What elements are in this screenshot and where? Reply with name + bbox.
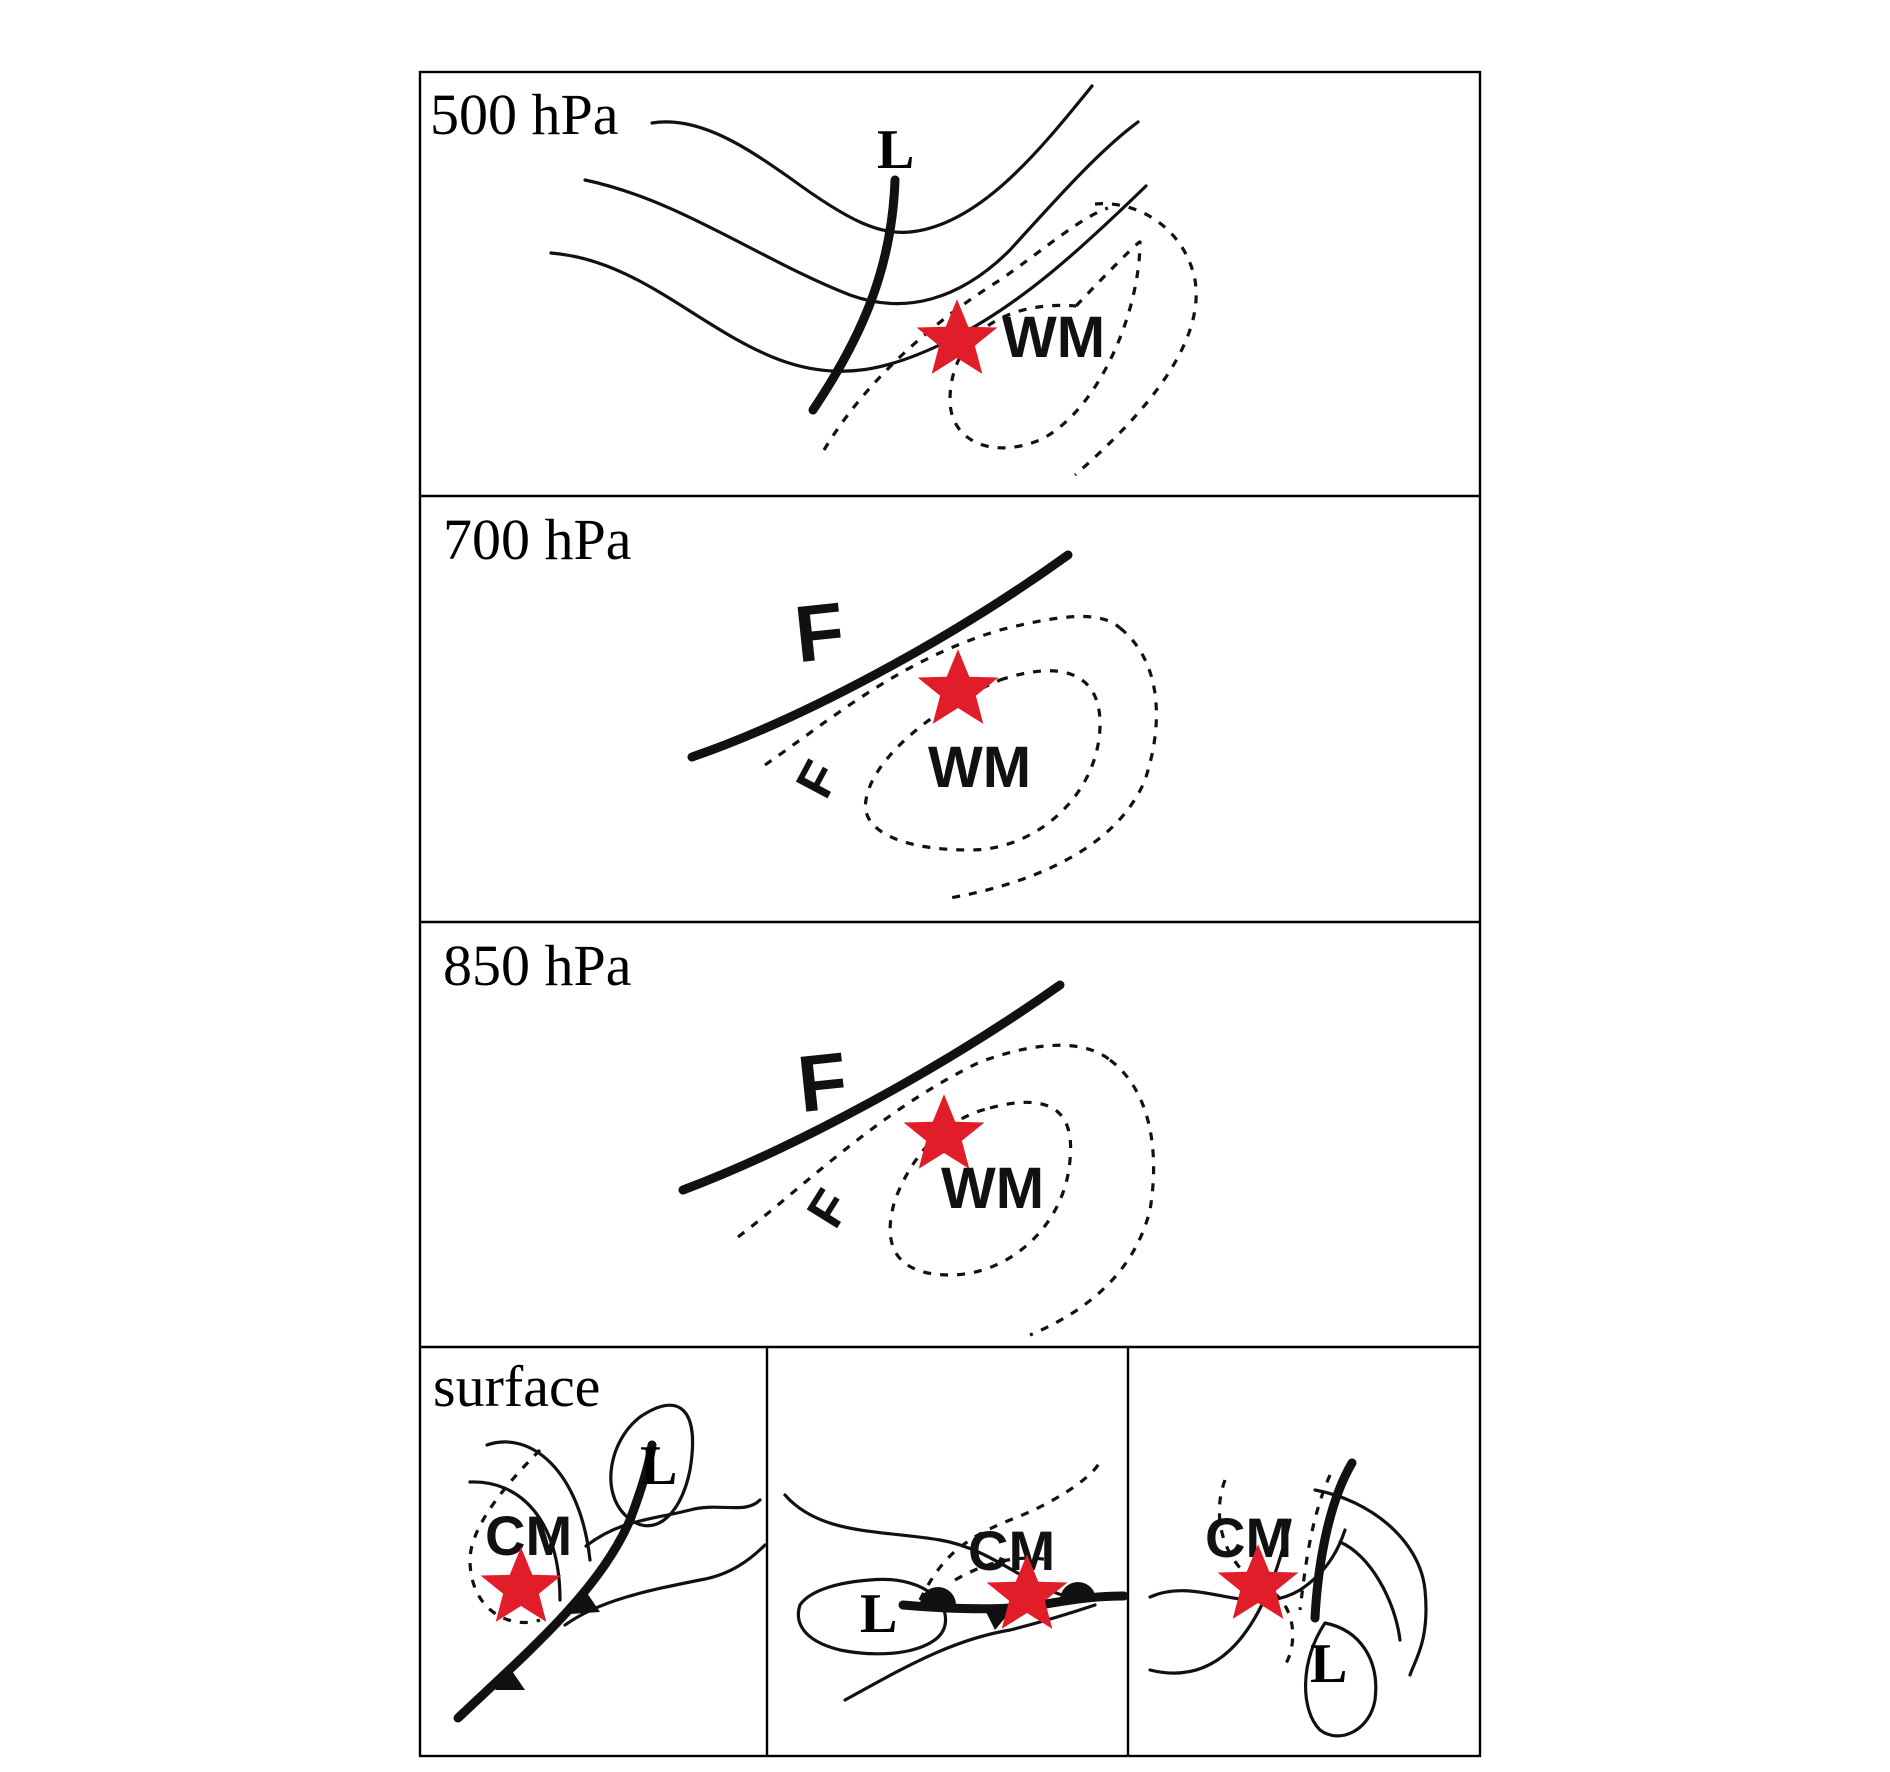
dashed-contour [918, 1461, 1102, 1601]
front-line [678, 980, 1065, 1195]
cold-front-barb [985, 1610, 1010, 1630]
panel-label: 700 hPa [443, 507, 632, 572]
isobar [468, 1480, 562, 1602]
feature-label: WM [928, 735, 1031, 800]
feature-label: CM [485, 1504, 572, 1567]
front-letter-rotated: F [785, 752, 851, 807]
feature-label: CM [1205, 1506, 1292, 1569]
feature-label: WM [941, 1156, 1044, 1221]
dashed-contour [1029, 1058, 1156, 1337]
cold-front [453, 1440, 657, 1723]
surface-subpanel-2: L CM [783, 1461, 1129, 1702]
panel-500hpa: 500 hPa L WM [430, 82, 1198, 477]
dashed-contour [822, 206, 1109, 451]
front-letter-rotated: F [796, 1180, 862, 1238]
warm-front-bulge [920, 1587, 956, 1605]
isobar [609, 1403, 695, 1528]
trough-line [1310, 1458, 1357, 1623]
panel-label: 850 hPa [443, 933, 632, 998]
isobar [584, 1498, 762, 1548]
dashed-contour [1298, 1474, 1332, 1611]
surface-subpanel-1: L CM [453, 1403, 767, 1723]
isobar [485, 1440, 592, 1562]
panel-700hpa: 700 hPa F F WM [443, 507, 1159, 900]
feature-label: CM [968, 1519, 1055, 1582]
star-marker [917, 649, 999, 724]
figure-frame [418, 70, 1482, 1758]
isohypse [549, 184, 1148, 373]
dashed-contour [764, 614, 1122, 767]
front-line [687, 550, 1073, 762]
isobar [1338, 1540, 1402, 1642]
isobar [1148, 1528, 1347, 1603]
low-label: L [640, 1435, 677, 1497]
isobar [843, 1603, 1097, 1702]
panel-surface: surface L CM L C [433, 1354, 1428, 1738]
trough-axis [808, 175, 900, 415]
dashed-contour [888, 1100, 1073, 1277]
dashed-contour [954, 1556, 1051, 1582]
low-label: L [1310, 1633, 1347, 1695]
isohypse [650, 84, 1094, 235]
panel-label: 500 hPa [430, 82, 619, 147]
panel-label: surface [433, 1354, 600, 1419]
low-label: L [860, 1583, 897, 1645]
front-letter: F [794, 1035, 852, 1129]
dashed-contour [948, 240, 1142, 450]
front-letter: F [791, 586, 849, 680]
feature-label: WM [1002, 305, 1105, 370]
isobar [1148, 1518, 1292, 1675]
surface-subpanel-3: L CM [1148, 1458, 1428, 1738]
dashed-contour [468, 1448, 542, 1625]
dashed-contour [1073, 202, 1198, 477]
isohypse [583, 120, 1140, 306]
warm-front-bulge [1060, 1582, 1096, 1600]
panel-850hpa: 850 hPa F F WM [443, 933, 1156, 1337]
trough-label: L [877, 119, 914, 181]
cold-front-barb [570, 1590, 600, 1614]
isobar [1313, 1488, 1428, 1677]
isobar [1304, 1621, 1378, 1738]
cold-front-barb [495, 1668, 525, 1690]
dashed-contour [737, 1043, 1111, 1239]
